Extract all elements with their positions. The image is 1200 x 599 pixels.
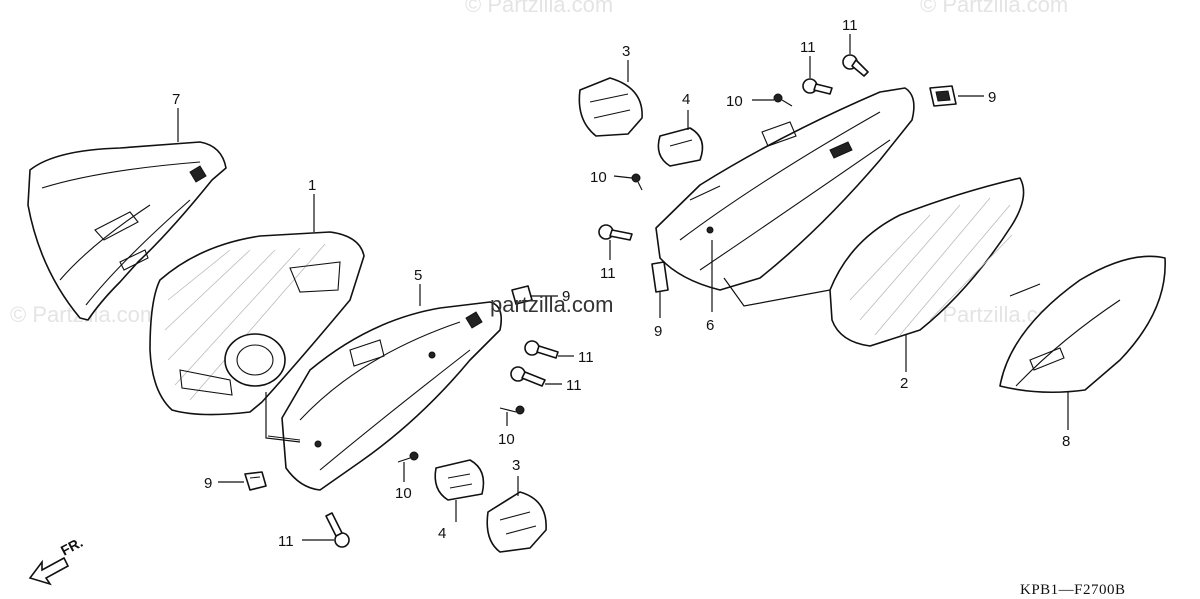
clip-9-lower-right[interactable]: [651, 261, 669, 293]
callout-8: 8: [1062, 433, 1070, 450]
screw-11-e[interactable]: [842, 54, 869, 77]
socket-3-right[interactable]: [578, 77, 643, 137]
callout-11: 11: [578, 349, 594, 366]
callout-10: 10: [726, 93, 743, 110]
callout-5: 5: [414, 267, 422, 284]
screw-10-d[interactable]: [631, 173, 643, 191]
callout-4: 4: [682, 91, 690, 108]
arrow-icon: [28, 556, 70, 586]
screw-11-f[interactable]: [598, 224, 633, 241]
callout-11: 11: [566, 377, 582, 394]
screw-11-d[interactable]: [802, 78, 833, 95]
callout-9: 9: [654, 323, 662, 340]
callout-11: 11: [800, 39, 816, 56]
callout-11: 11: [600, 265, 616, 282]
clip-9-left[interactable]: [244, 471, 267, 491]
callout-2: 2: [900, 375, 908, 392]
screw-11-a[interactable]: [524, 340, 559, 359]
screw-10-b[interactable]: [397, 451, 419, 463]
part-2-right-lens[interactable]: [829, 177, 1025, 347]
callout-10: 10: [498, 431, 515, 448]
part-8-right-cover[interactable]: [999, 255, 1166, 394]
callout-3: 3: [512, 457, 520, 474]
clip-9-mid[interactable]: [511, 285, 533, 305]
callout-4: 4: [438, 525, 446, 542]
watermark: © Partzilla.com: [920, 0, 1068, 17]
screw-10-c[interactable]: [773, 93, 793, 107]
part-5-left-base[interactable]: [267, 301, 503, 491]
callouts: 7 1 5 9 9 11 11 10 10 4 3 11 3 4 10 11 1…: [172, 17, 1070, 550]
callout-7: 7: [172, 91, 180, 108]
callout-9: 9: [562, 288, 570, 305]
callout-6: 6: [706, 317, 714, 334]
callout-9: 9: [988, 89, 996, 106]
front-direction-marker: FR.: [28, 534, 85, 586]
callout-10: 10: [395, 485, 412, 502]
site-label: partzilla.com: [490, 292, 613, 317]
leader-lines: [177, 34, 1069, 541]
bulb-4-left[interactable]: [434, 459, 485, 501]
clip-9-right[interactable]: [929, 85, 957, 107]
bulb-4-right[interactable]: [657, 127, 704, 167]
socket-3-left[interactable]: [486, 491, 547, 553]
callout-10: 10: [590, 169, 607, 186]
callout-11: 11: [278, 533, 294, 550]
callout-1: 1: [308, 177, 316, 194]
part-7-left-cover[interactable]: [27, 141, 227, 321]
screw-11-b[interactable]: [510, 366, 546, 387]
screw-10-a[interactable]: [499, 405, 525, 415]
callout-3: 3: [622, 43, 630, 60]
watermark: © Partzilla.com: [465, 0, 613, 17]
diagram-code: KPB1—F2700B: [1020, 582, 1126, 598]
screw-11-c[interactable]: [325, 512, 350, 548]
part-1-left-housing[interactable]: [149, 231, 365, 416]
front-label: FR.: [58, 534, 85, 559]
callout-9: 9: [204, 475, 212, 492]
callout-11: 11: [842, 17, 858, 34]
part-6-right-base[interactable]: [655, 87, 915, 291]
